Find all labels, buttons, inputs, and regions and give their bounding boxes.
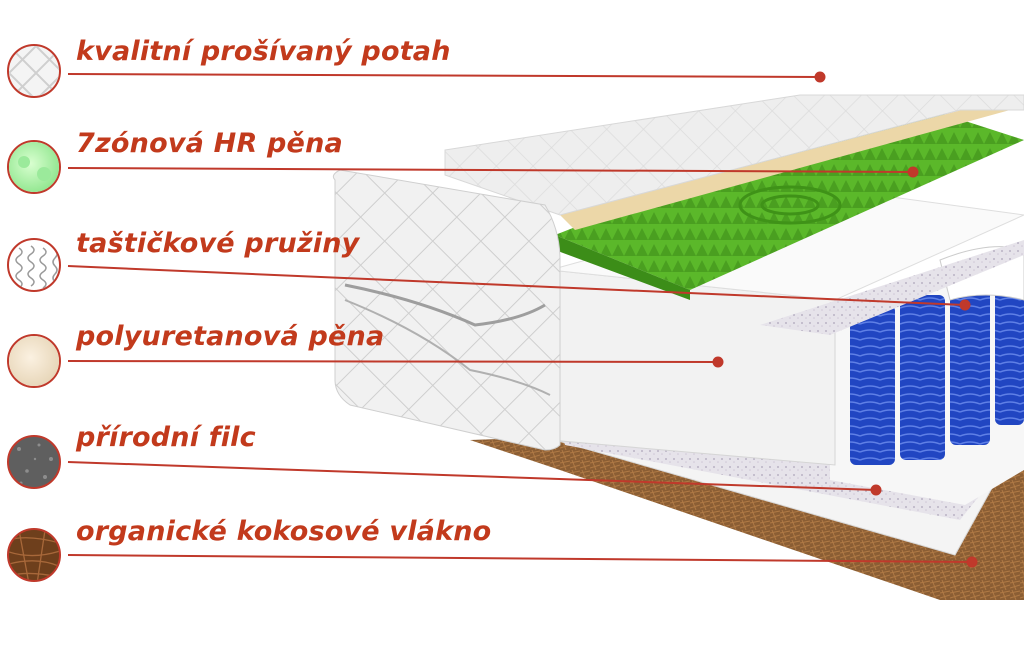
pointer-dot-kokos	[966, 556, 978, 568]
label-kokos: organické kokosové vlákno	[76, 518, 491, 545]
pointer-line-kokos	[67, 554, 973, 563]
coconut-fiber-icon	[7, 528, 61, 582]
pointer-line-pur	[67, 360, 719, 363]
pointer-dot-pur	[712, 356, 724, 368]
pocket-spring	[995, 270, 1024, 425]
pocket-spring	[950, 285, 990, 445]
label-text: kvalitní prošívaný potah	[76, 36, 451, 67]
green-foam-edge	[555, 235, 690, 300]
label-text: 7zónová HR pěna	[76, 128, 343, 159]
pointer-line-pruziny	[67, 265, 966, 306]
label-text: polyuretanová pěna	[76, 321, 385, 352]
pocket-spring-icon	[7, 238, 61, 292]
green-foam-icon	[7, 140, 61, 194]
felt-upper-layer	[760, 240, 1024, 335]
label-pur: polyuretanová pěna	[76, 323, 384, 350]
quilted-cover-icon	[7, 44, 61, 98]
pointer-line-potah	[67, 73, 821, 78]
label-text: taštičkové pružiny	[76, 228, 360, 259]
label-text: přírodní filc	[76, 422, 256, 453]
pointer-dot-filc	[870, 484, 882, 496]
pointer-dot-pruziny	[959, 299, 971, 311]
pocket-spring	[850, 305, 895, 465]
label-pruziny: taštičkové pružiny	[76, 230, 359, 257]
label-text: organické kokosové vlákno	[76, 516, 492, 547]
zipper	[344, 283, 546, 327]
green-zone-ring	[738, 185, 842, 225]
quilted-top-cover	[444, 94, 1024, 216]
pointer-dot-pena-hr	[907, 166, 919, 178]
pointer-line-pena-hr	[67, 167, 914, 173]
quilted-side-cover	[332, 169, 561, 451]
label-filc: přírodní filc	[76, 424, 256, 451]
latex-strip	[560, 100, 1010, 230]
felt-icon	[7, 435, 61, 489]
label-potah: kvalitní prošívaný potah	[76, 38, 451, 65]
label-pena-hr: 7zónová HR pěna	[76, 130, 343, 157]
pointer-line-filc	[67, 461, 877, 491]
zipper	[344, 299, 551, 396]
pocket-spring	[900, 295, 945, 460]
beige-foam-icon	[7, 334, 61, 388]
pointer-dot-potah	[814, 71, 826, 83]
green-zone-ring	[760, 194, 820, 216]
